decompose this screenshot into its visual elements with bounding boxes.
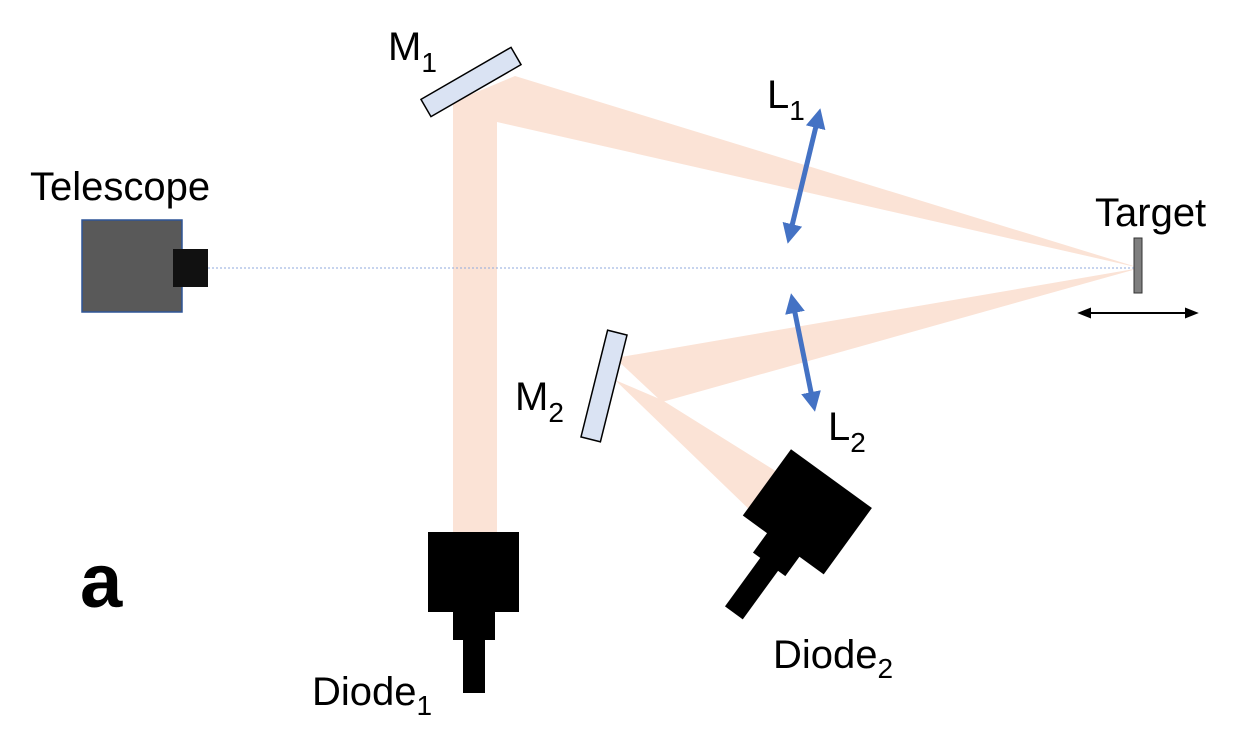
diode-1 — [428, 532, 519, 693]
diode-1-body — [428, 532, 519, 612]
panel-label: a — [80, 539, 123, 624]
mirror-2-label: M2 — [515, 375, 564, 428]
diode-1-lead — [463, 638, 485, 693]
lens-1 — [782, 108, 826, 244]
diode-2-lead — [724, 556, 780, 620]
lens-2 — [785, 293, 821, 412]
beam-2-lower — [615, 380, 790, 515]
beam-1-vertical — [453, 102, 497, 536]
diode-1-neck — [453, 610, 495, 640]
telescope-eyepiece — [173, 249, 208, 287]
lens-2-label: L2 — [828, 405, 866, 458]
target-label: Target — [1095, 191, 1206, 235]
diode-2-label: Diode2 — [773, 633, 893, 684]
beam-2-diagonal — [615, 268, 1140, 402]
diode-2-neck — [752, 531, 801, 577]
mirror-2 — [580, 329, 628, 443]
telescope — [81, 219, 208, 313]
mirror-1-label: M1 — [388, 25, 437, 78]
diode-2 — [724, 449, 872, 620]
telescope-body — [81, 219, 183, 313]
diode-1-label: Diode1 — [312, 670, 432, 721]
mirror-1 — [419, 46, 523, 118]
telescope-label: Telescope — [30, 165, 210, 209]
diode-2-body — [742, 449, 872, 575]
lens-1-label: L1 — [767, 73, 805, 126]
target — [1133, 237, 1143, 294]
